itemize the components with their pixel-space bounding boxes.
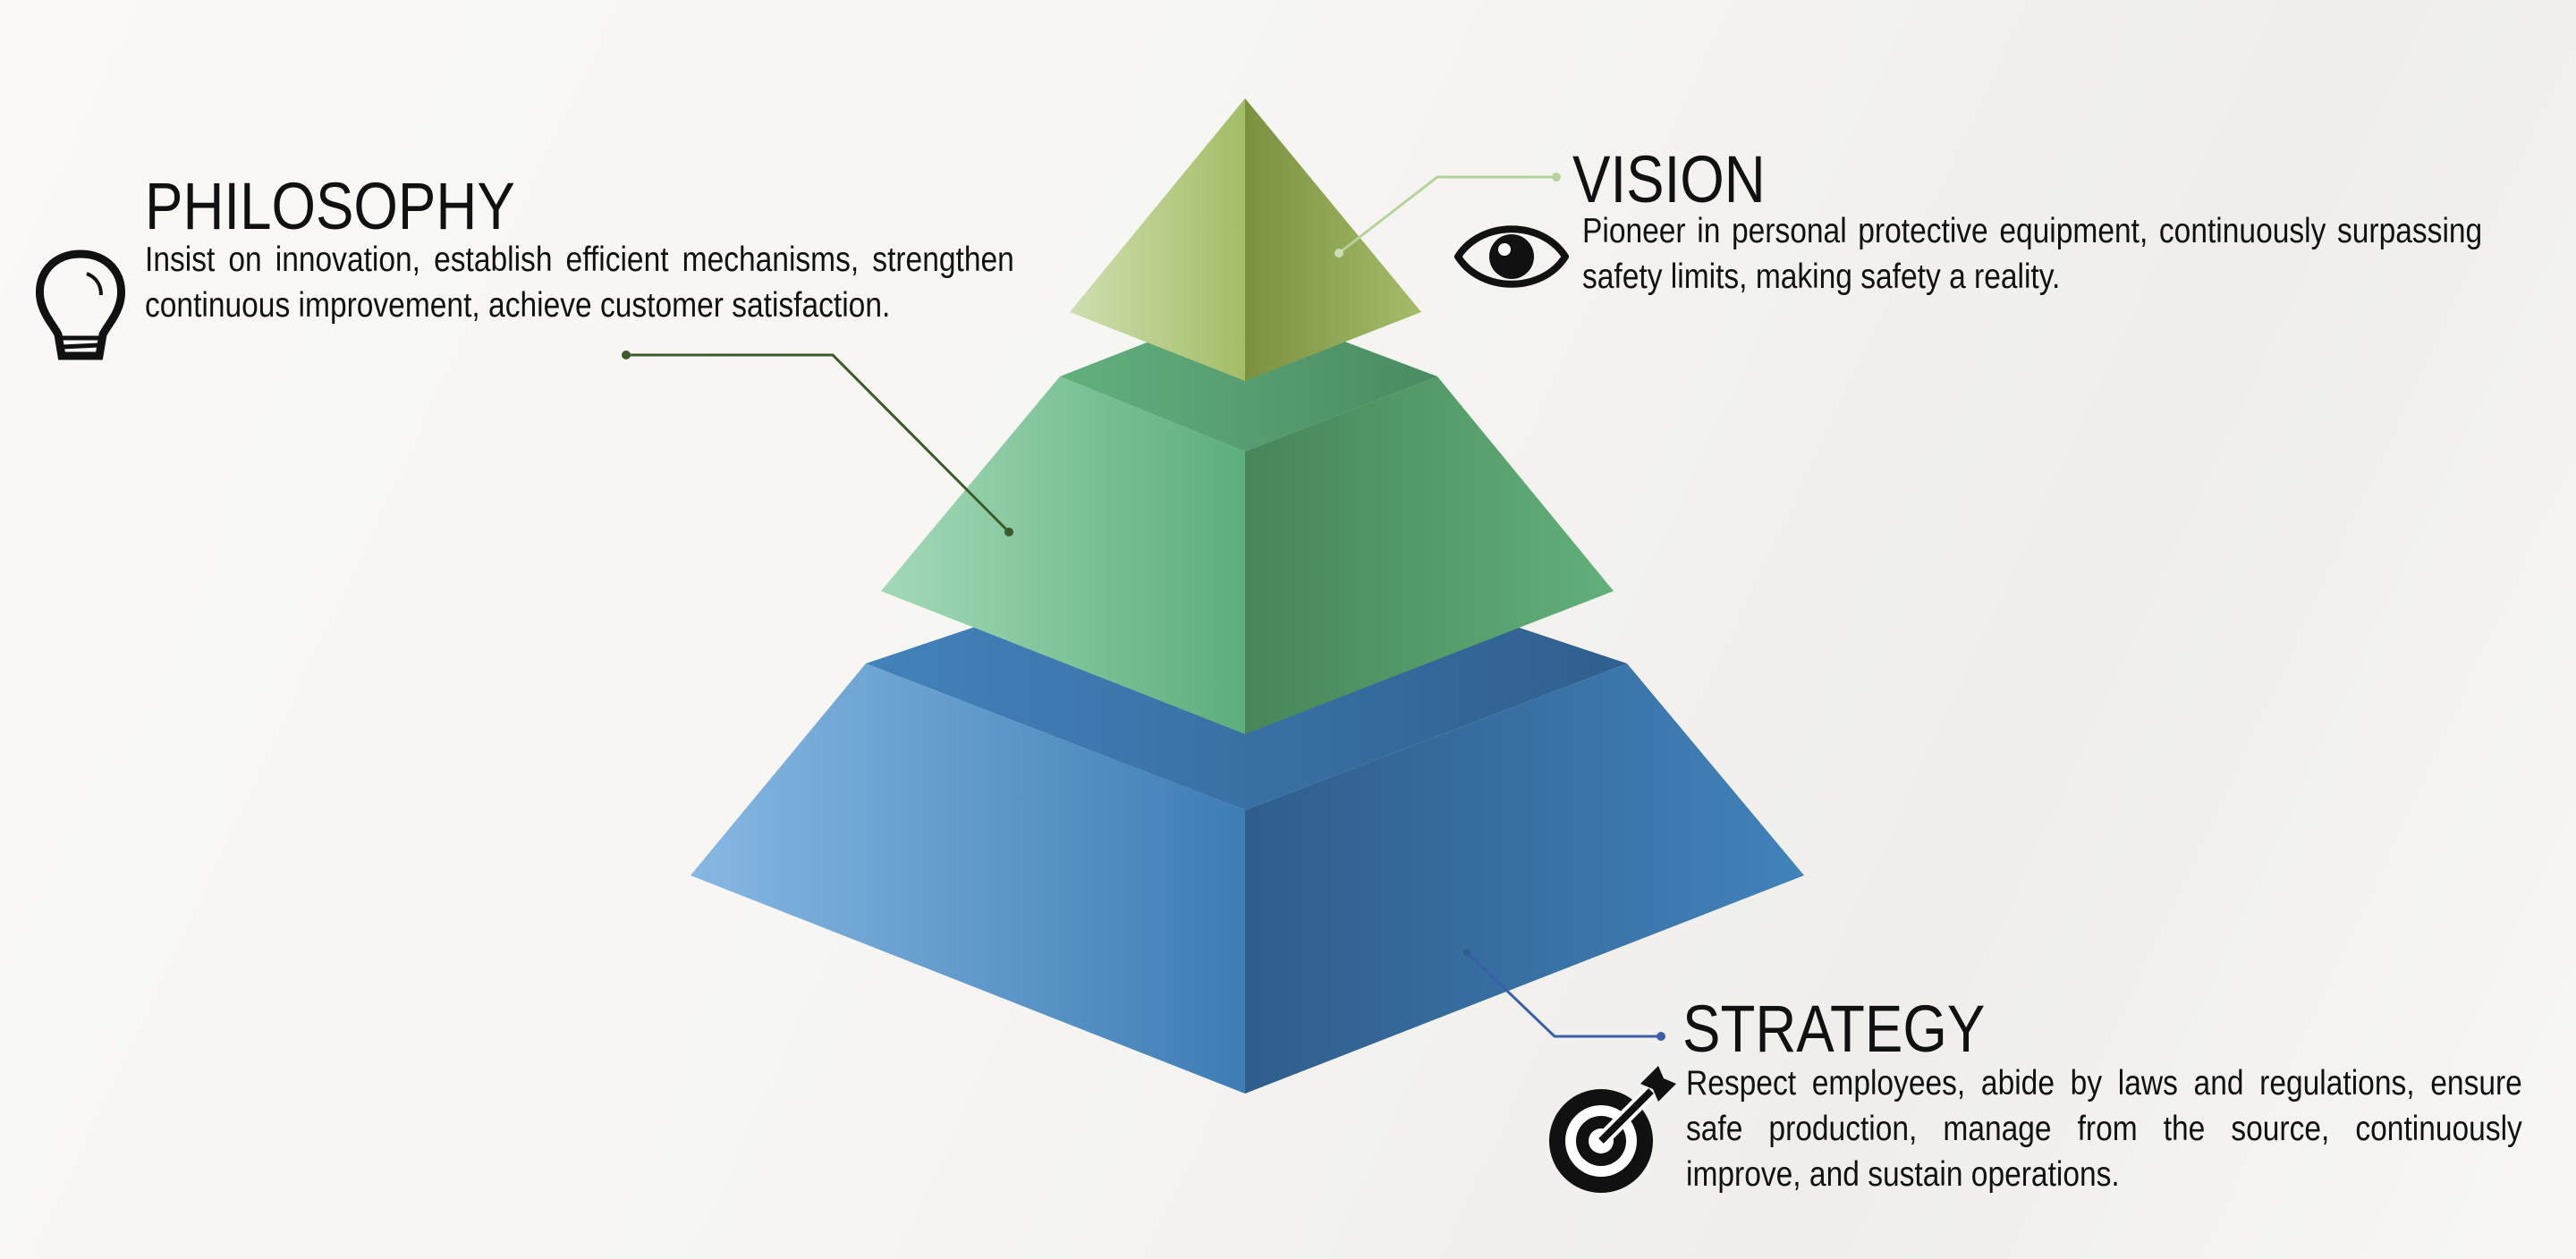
target-arrow-icon (1549, 1066, 1676, 1193)
philosophy-text: Insist on innovation, establish efficien… (145, 241, 1014, 325)
philosophy-title: PHILOSOPHY (145, 169, 515, 243)
leader-line-vision (1335, 173, 1561, 258)
leader-line-strategy (1463, 949, 1665, 1041)
vision-title: VISION (1572, 142, 1766, 216)
leader-line-philosophy (622, 351, 1013, 537)
eye-icon (1454, 225, 1569, 288)
strategy-title: STRATEGY (1682, 992, 1986, 1066)
vision-text: Pioneer in personal protective equipment… (1582, 212, 2483, 296)
lightbulb-icon (35, 249, 126, 360)
strategy-text: Respect employees, abide by laws and reg… (1686, 1064, 2522, 1194)
pyramid-tier-vision (1070, 98, 1421, 381)
